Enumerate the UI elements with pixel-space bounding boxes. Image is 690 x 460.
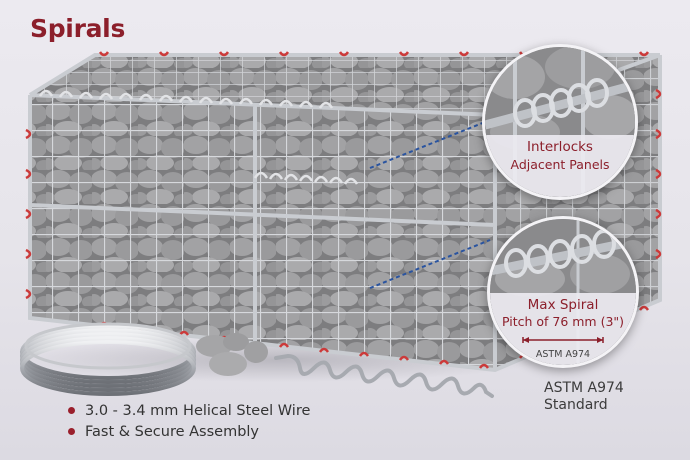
dimension-arrow-icon bbox=[522, 337, 604, 343]
standard-label: ASTM A974 Standard bbox=[544, 380, 624, 414]
callout-caption: Interlocks Adjacent Panels bbox=[485, 135, 635, 197]
callout-interlock: Interlocks Adjacent Panels bbox=[482, 44, 638, 200]
callout-line2: Adjacent Panels bbox=[510, 157, 610, 172]
dimension-label: ASTM A974 bbox=[535, 349, 591, 360]
callout-caption: Max Spiral Pitch of 76 mm (3") ASTM A974 bbox=[490, 293, 636, 365]
callout-line1: Interlocks bbox=[527, 139, 593, 155]
feature-item: Fast & Secure Assembly bbox=[68, 421, 310, 442]
callout-pitch: Max Spiral Pitch of 76 mm (3") ASTM A974 bbox=[487, 216, 639, 368]
wire-coil-icon bbox=[20, 322, 196, 396]
feature-item: 3.0 - 3.4 mm Helical Steel Wire bbox=[68, 400, 310, 421]
standard-line1: ASTM A974 bbox=[544, 380, 624, 396]
bullet-dot-icon bbox=[68, 407, 75, 414]
feature-list: 3.0 - 3.4 mm Helical Steel Wire Fast & S… bbox=[68, 400, 310, 442]
callout-line2: Pitch of 76 mm (3") bbox=[501, 314, 625, 329]
page-title: Spirals bbox=[30, 14, 126, 43]
helical-spiral-icon bbox=[274, 353, 494, 398]
stones-icon bbox=[196, 333, 268, 376]
feature-text: 3.0 - 3.4 mm Helical Steel Wire bbox=[85, 402, 311, 419]
feature-text: Fast & Secure Assembly bbox=[85, 423, 260, 440]
standard-line2: Standard bbox=[544, 397, 608, 413]
callout-line1: Max Spiral bbox=[527, 297, 599, 313]
bullet-dot-icon bbox=[68, 428, 75, 435]
